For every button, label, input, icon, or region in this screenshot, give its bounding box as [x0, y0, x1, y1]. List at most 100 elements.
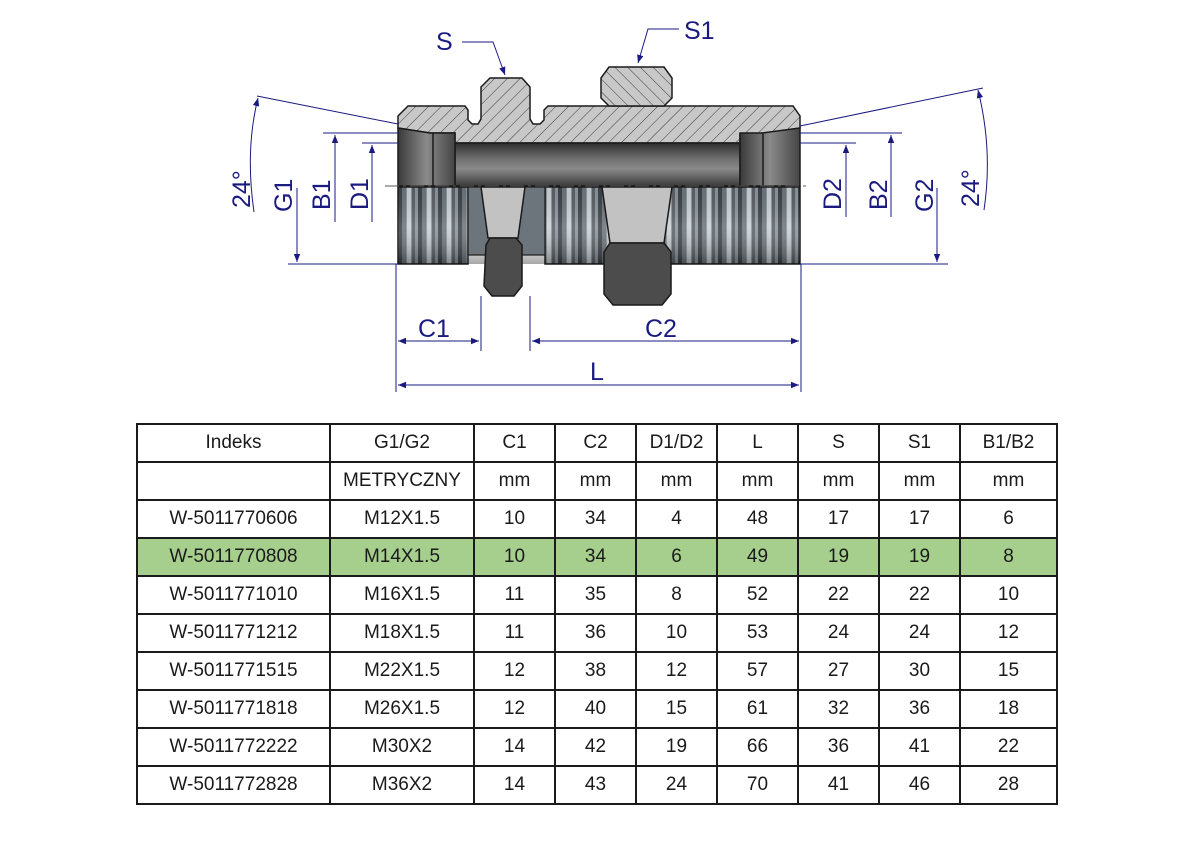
cell-g1-g2: M16X1.5 — [329, 575, 475, 615]
cell-s1: mm — [878, 461, 961, 501]
cell-indeks: W-5011770606 — [136, 499, 331, 539]
cell-d1-d2: 8 — [635, 575, 718, 615]
cell-g1-g2: M14X1.5 — [329, 537, 475, 577]
cell-s1: 17 — [878, 499, 961, 539]
cell-c2: 43 — [554, 765, 637, 805]
cell-indeks: W-5011772828 — [136, 765, 331, 805]
cell-c1: 10 — [473, 537, 556, 577]
cell-g1-g2: G1/G2 — [329, 423, 475, 463]
cell-s: 19 — [797, 537, 880, 577]
cell-g1-g2: M36X2 — [329, 765, 475, 805]
cell-s: 36 — [797, 727, 880, 767]
cell-c2: 40 — [554, 689, 637, 729]
cell-g1-g2: M30X2 — [329, 727, 475, 767]
cell-l: mm — [716, 461, 799, 501]
cell-b1-b2: 12 — [959, 613, 1058, 653]
label-g2: G2 — [911, 179, 939, 212]
cell-l: 49 — [716, 537, 799, 577]
cell-c2: 34 — [554, 499, 637, 539]
cell-d1-d2: 4 — [635, 499, 718, 539]
cell-indeks: W-5011770808 — [136, 537, 331, 577]
cell-d1-d2: 10 — [635, 613, 718, 653]
cell-c2: 35 — [554, 575, 637, 615]
cell-s: 41 — [797, 765, 880, 805]
cell-b1-b2: 22 — [959, 727, 1058, 767]
label-c1: C1 — [418, 315, 450, 343]
label-s1: S1 — [684, 17, 715, 45]
cell-d1-d2: mm — [635, 461, 718, 501]
cell-d1-d2: 12 — [635, 651, 718, 691]
cell-s1: 19 — [878, 537, 961, 577]
cell-l: 53 — [716, 613, 799, 653]
label-c2: C2 — [645, 315, 677, 343]
cell-d1-d2: 19 — [635, 727, 718, 767]
cell-s1: S1 — [878, 423, 961, 463]
cell-s1: 22 — [878, 575, 961, 615]
cell-s: 24 — [797, 613, 880, 653]
cell-c1: 12 — [473, 651, 556, 691]
cell-b1-b2: 6 — [959, 499, 1058, 539]
cell-c2: 34 — [554, 537, 637, 577]
cell-s1: 36 — [878, 689, 961, 729]
cell-l: 48 — [716, 499, 799, 539]
label-b1: B1 — [308, 179, 336, 210]
cell-c1: mm — [473, 461, 556, 501]
cell-c1: 14 — [473, 727, 556, 767]
cell-c1: 11 — [473, 613, 556, 653]
label-d2: D2 — [819, 178, 847, 210]
thread-section — [397, 186, 801, 306]
label-angle-left: 24° — [228, 170, 256, 208]
cell-l: 70 — [716, 765, 799, 805]
cell-indeks: Indeks — [136, 423, 331, 463]
label-l: L — [590, 358, 604, 386]
cell-l: 57 — [716, 651, 799, 691]
cell-indeks: W-5011771515 — [136, 651, 331, 691]
cell-b1-b2: mm — [959, 461, 1058, 501]
label-b2: B2 — [865, 179, 893, 210]
cell-l: 66 — [716, 727, 799, 767]
cross-section — [385, 66, 810, 187]
cell-g1-g2: M18X1.5 — [329, 613, 475, 653]
cell-b1-b2: B1/B2 — [959, 423, 1058, 463]
cell-s1: 46 — [878, 765, 961, 805]
cell-b1-b2: 28 — [959, 765, 1058, 805]
cell-c2: 42 — [554, 727, 637, 767]
cell-c1: 10 — [473, 499, 556, 539]
cell-c2: C2 — [554, 423, 637, 463]
cell-indeks: W-5011771212 — [136, 613, 331, 653]
cell-s1: 41 — [878, 727, 961, 767]
cell-c1: 11 — [473, 575, 556, 615]
cell-l: L — [716, 423, 799, 463]
cell-b1-b2: 18 — [959, 689, 1058, 729]
cell-g1-g2: METRYCZNY — [329, 461, 475, 501]
cell-s: 22 — [797, 575, 880, 615]
cell-c2: 36 — [554, 613, 637, 653]
cell-d1-d2: 15 — [635, 689, 718, 729]
cell-l: 52 — [716, 575, 799, 615]
dimension-lines — [249, 28, 988, 392]
cell-d1-d2: 6 — [635, 537, 718, 577]
cell-indeks: W-5011772222 — [136, 727, 331, 767]
cell-g1-g2: M26X1.5 — [329, 689, 475, 729]
cell-b1-b2: 10 — [959, 575, 1058, 615]
cell-b1-b2: 15 — [959, 651, 1058, 691]
cell-l: 61 — [716, 689, 799, 729]
cell-c1: 14 — [473, 765, 556, 805]
cell-c2: mm — [554, 461, 637, 501]
cell-d1-d2: 24 — [635, 765, 718, 805]
cell-indeks: W-5011771010 — [136, 575, 331, 615]
cell-b1-b2: 8 — [959, 537, 1058, 577]
cell-g1-g2: M22X1.5 — [329, 651, 475, 691]
cell-c1: 12 — [473, 689, 556, 729]
cell-g1-g2: M12X1.5 — [329, 499, 475, 539]
cell-indeks: W-5011771818 — [136, 689, 331, 729]
